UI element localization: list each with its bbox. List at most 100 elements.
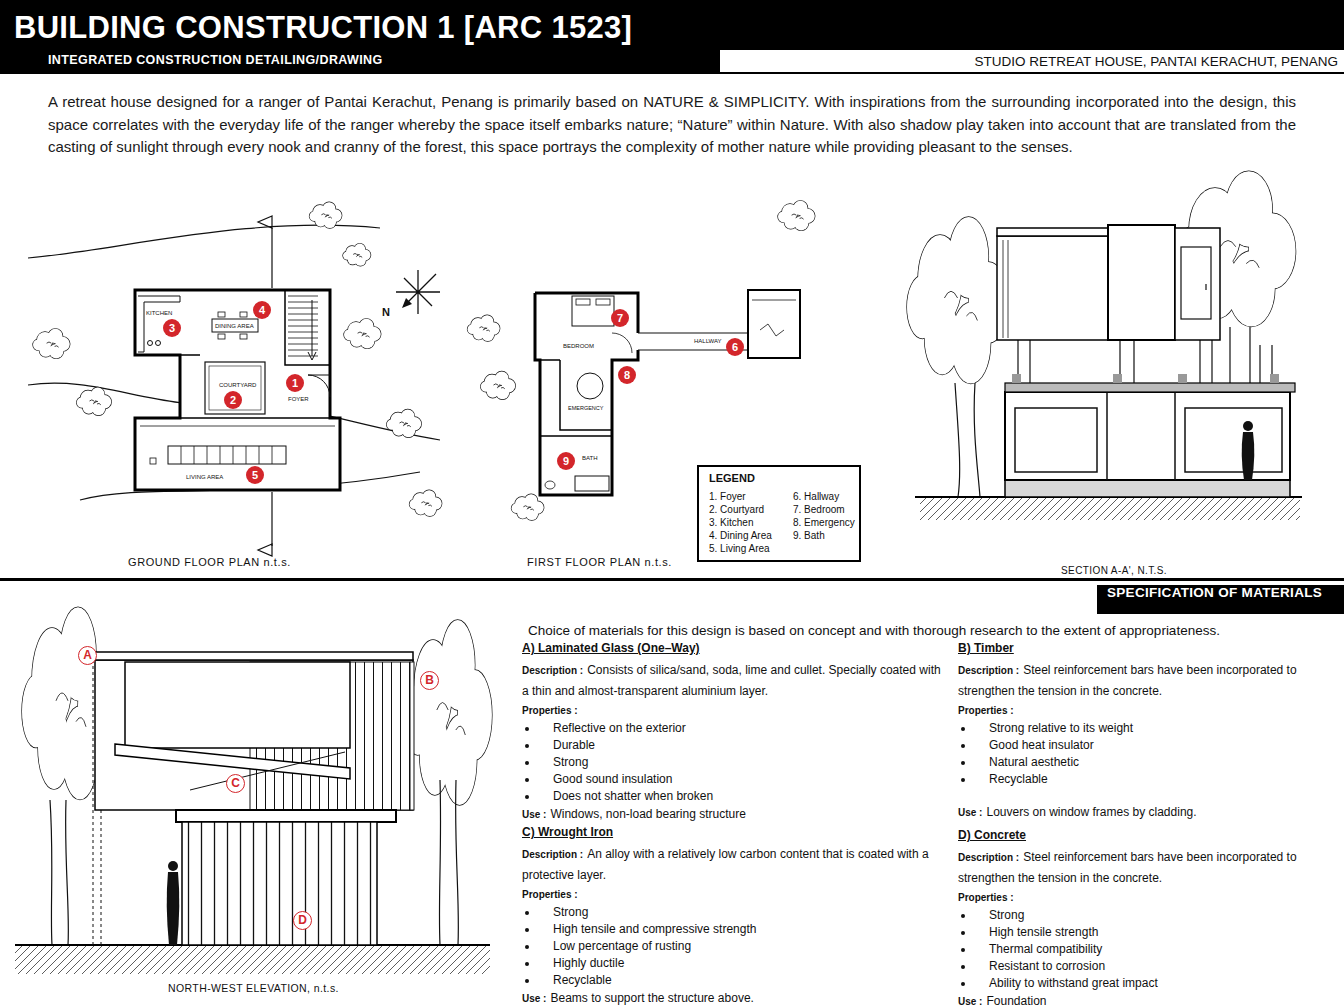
use-text: Louvers on window frames by cladding.: [986, 805, 1196, 819]
property-item: Good sound insulation: [553, 772, 672, 786]
legend-item: 5. Living Area: [709, 543, 770, 554]
bullet-row: Low percentage of rusting: [522, 938, 947, 955]
drawing-caption: NORTH-WEST ELEVATION, n.t.s.: [168, 982, 339, 994]
callout-circle: 3: [163, 319, 181, 337]
legend-item: 9. Bath: [793, 530, 825, 541]
callout-number: 4: [253, 301, 271, 319]
callout-letter-circle: B: [420, 671, 439, 690]
description-line: Description :Steel reinforcement bars ha…: [958, 847, 1338, 888]
bullet-row: Natural aesthetic: [958, 754, 1338, 771]
drawing-caption: FIRST FLOOR PLAN n.t.s.: [527, 556, 672, 568]
use-line: Use : Windows, non-load bearing structure: [522, 805, 746, 824]
use-text: Windows, non-load bearing structure: [550, 807, 745, 821]
property-item: Low percentage of rusting: [553, 939, 691, 953]
property-item: High tensile and compressive strength: [553, 922, 756, 936]
field-label: Use :: [522, 809, 546, 820]
bullet-dot: [961, 761, 965, 765]
room-label: HALLWAY: [694, 338, 722, 344]
property-item: Thermal compatibility: [989, 942, 1102, 956]
material-heading: B) Timber: [958, 640, 1338, 656]
bullet-dot: [961, 982, 965, 986]
bullet-row: Good heat insulator: [958, 737, 1338, 754]
field-label: Properties :: [958, 701, 1338, 720]
bullet-row: Good sound insulation: [522, 771, 947, 788]
subtitle: INTEGRATED CONSTRUCTION DETAILING/DRAWIN…: [48, 53, 383, 67]
bullet-row: Strong: [958, 907, 1338, 924]
property-item: Ability to withstand great impact: [989, 976, 1158, 990]
bullet-row: Resistant to corrosion: [958, 958, 1338, 975]
material-block: B) TimberDescription :Steel reinforcemen…: [958, 640, 1338, 820]
callout-number: 6: [726, 338, 744, 356]
field-label: Description :: [522, 849, 583, 860]
room-label: DINING AREA: [215, 323, 254, 329]
material-block: C) Wrought IronDescription :An alloy wit…: [522, 824, 947, 1004]
drawing-caption: SECTION A-A', N.T.S.: [1061, 565, 1167, 576]
bullet-dot: [525, 761, 529, 765]
legend-item: 8. Emergency: [793, 517, 855, 528]
bullet-row: Durable: [522, 737, 947, 754]
field-label: Description :: [958, 665, 1019, 676]
material-block: A) Laminated Glass (One–Way)Description …: [522, 640, 947, 820]
use-text: Foundation: [986, 994, 1046, 1008]
property-item: High tensile strength: [989, 925, 1098, 939]
ground-floor-plan: [28, 202, 442, 556]
use-line: Use : Louvers on window frames by claddin…: [958, 803, 1197, 822]
property-item: Reflective on the exterior: [553, 721, 686, 735]
north-label: N: [382, 306, 390, 318]
bullet-dot: [961, 914, 965, 918]
callout-circle: 5: [246, 466, 264, 484]
bullet-dot: [961, 931, 965, 935]
property-item: Strong: [553, 905, 588, 919]
callout-circle: 7: [611, 309, 629, 327]
intro-text: A retreat house designed for a ranger of…: [48, 91, 1296, 159]
property-item: Durable: [553, 738, 595, 752]
bullet-dot: [961, 727, 965, 731]
legend-item: 1. Foyer: [709, 491, 746, 502]
callout-letter-circle: C: [226, 774, 245, 793]
bullet-dot: [525, 911, 529, 915]
callout-number: 9: [557, 452, 575, 470]
band-title: SPECIFICATION OF MATERIALS: [1107, 585, 1322, 600]
callout-letter: C: [227, 775, 244, 792]
room-label: COURTYARD: [219, 382, 256, 388]
bullet-row: Reflective on the exterior: [522, 720, 947, 737]
drawing-caption: GROUND FLOOR PLAN n.t.s.: [128, 556, 291, 568]
material-heading: D) Concrete: [958, 827, 1338, 843]
material-heading: C) Wrought Iron: [522, 824, 947, 840]
property-item: Strong: [553, 755, 588, 769]
elevation-drawing: [15, 607, 492, 974]
room-label: LIVING AREA: [186, 474, 223, 480]
room-label: EMERGENCY: [568, 405, 603, 411]
field-label: Use :: [958, 996, 982, 1007]
property-item: Resistant to corrosion: [989, 959, 1105, 973]
callout-number: 1: [286, 374, 304, 392]
header-rule: [0, 72, 1344, 74]
legend-item: 4. Dining Area: [709, 530, 772, 541]
field-label: Use :: [958, 807, 982, 818]
callout-circle: 4: [253, 301, 271, 319]
property-item: Recyclable: [989, 772, 1048, 786]
legend-box: LEGEND1. Foyer2. Courtyard3. Kitchen4. D…: [697, 465, 861, 562]
project-name: STUDIO RETREAT HOUSE, PANTAI KERACHUT, P…: [974, 54, 1338, 69]
bullet-row: Does not shatter when broken: [522, 788, 947, 805]
use-text: Beams to support the structure above.: [550, 991, 753, 1005]
bullet-dot: [525, 979, 529, 983]
bullet-dot: [961, 965, 965, 969]
bullet-dot: [525, 778, 529, 782]
room-label: KITCHEN: [146, 310, 172, 316]
legend-title: LEGEND: [709, 472, 755, 484]
room-label: BATH: [582, 455, 598, 461]
callout-circle: 2: [224, 391, 242, 409]
bullet-dot: [525, 945, 529, 949]
property-item: Highly ductile: [553, 956, 624, 970]
bullet-row: Recyclable: [522, 972, 947, 989]
callout-number: 8: [618, 366, 636, 384]
bullet-dot: [961, 744, 965, 748]
bullet-dot: [961, 778, 965, 782]
callout-letter-circle: A: [78, 646, 97, 665]
callout-letter: B: [421, 672, 438, 689]
bullet-row: Strong relative to its weight: [958, 720, 1338, 737]
page-title: BUILDING CONSTRUCTION 1 [ARC 1523]: [14, 9, 632, 47]
property-item: Natural aesthetic: [989, 755, 1079, 769]
callout-letter: A: [79, 647, 96, 664]
